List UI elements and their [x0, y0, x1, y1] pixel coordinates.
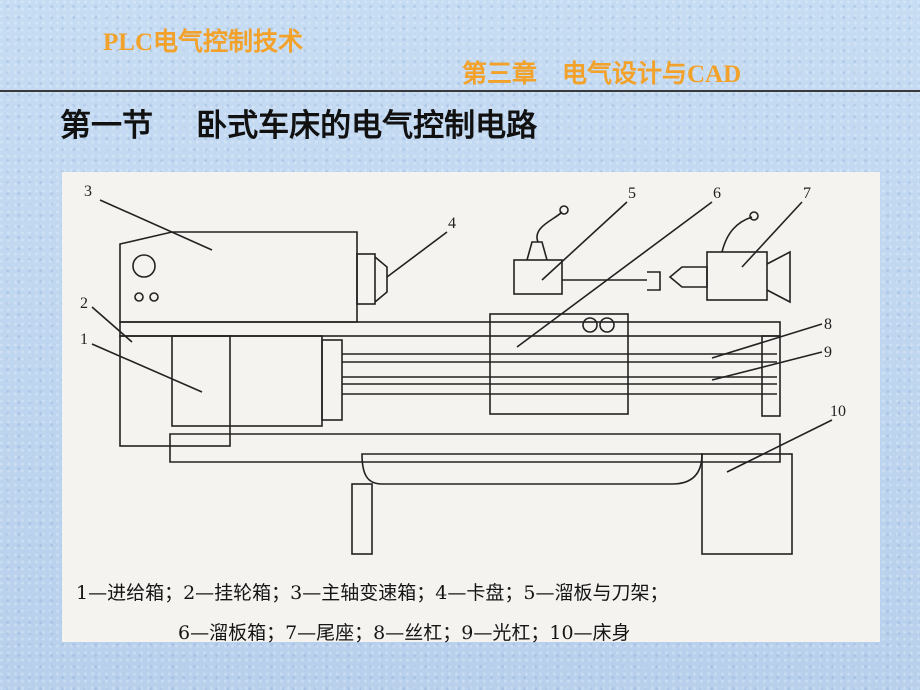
leader-10: [726, 419, 833, 473]
tailstock: [706, 251, 768, 301]
leg-right: [701, 453, 793, 555]
figure-caption-line2: 6—溜板箱；7—尾座；8—丝杠；9—光杠；10—床身: [178, 622, 631, 644]
knob: [149, 292, 159, 302]
leader-1: [91, 343, 203, 393]
indicator-circle: [132, 254, 156, 278]
handle-ball: [559, 205, 569, 215]
chapter-title: 第三章 电气设计与CAD: [462, 61, 742, 88]
leader-4: [386, 231, 448, 278]
bed-base: [169, 433, 781, 463]
tool-holder: [647, 271, 661, 291]
tailstock-handle: [721, 216, 753, 253]
leader-5: [541, 201, 628, 281]
chip-tray: [361, 453, 703, 485]
callout-3: 3: [84, 183, 92, 200]
tool-post: [513, 259, 563, 295]
leader-2: [91, 306, 133, 343]
section-title: 第一节 卧式车床的电气控制电路: [60, 108, 538, 144]
callout-10: 10: [830, 403, 846, 420]
figure-caption-line1: 1—进给箱；2—挂轮箱；3—主轴变速箱；4—卡盘；5—溜板与刀架；: [76, 582, 669, 604]
course-title: PLC电气控制技术: [103, 29, 304, 56]
chuck-jaws: [374, 256, 388, 303]
callout-2: 2: [80, 295, 88, 312]
tool-post-top: [526, 241, 548, 261]
handle-ball: [749, 211, 759, 221]
callout-6: 6: [713, 185, 721, 202]
callout-5: 5: [628, 185, 636, 202]
leader-6: [516, 201, 713, 348]
leader-8: [711, 323, 823, 359]
feed-box-cover: [321, 339, 343, 421]
tailstock-wheel: [766, 250, 791, 304]
callout-9: 9: [824, 344, 832, 361]
tailstock-center: [668, 266, 708, 288]
callout-4: 4: [448, 215, 456, 232]
leader-9: [711, 351, 823, 381]
tool-post-handle: [536, 211, 563, 243]
rod-bracket: [761, 335, 781, 417]
knob: [134, 292, 144, 302]
apron: [489, 313, 629, 415]
headstock-outline: [119, 231, 358, 323]
leader-7: [741, 201, 803, 268]
lathe-figure: 3 4 5 6 7 8 9 10 2 1 1—进给箱；2—挂轮箱；3—主轴变速箱…: [62, 172, 880, 644]
leader-3: [99, 199, 213, 251]
callout-7: 7: [803, 185, 811, 202]
callout-1: 1: [80, 331, 88, 348]
bed-rail: [119, 321, 781, 337]
lathe-diagram: 3 4 5 6 7 8 9 10 2 1: [80, 183, 846, 555]
callout-8: 8: [824, 316, 832, 333]
apron-knob: [599, 317, 615, 333]
chuck-body: [356, 253, 376, 305]
apron-knob: [582, 317, 598, 333]
gearbox-left: [119, 335, 231, 447]
leg-left: [351, 483, 373, 555]
header-divider: [0, 90, 920, 92]
feed-box: [171, 335, 323, 427]
